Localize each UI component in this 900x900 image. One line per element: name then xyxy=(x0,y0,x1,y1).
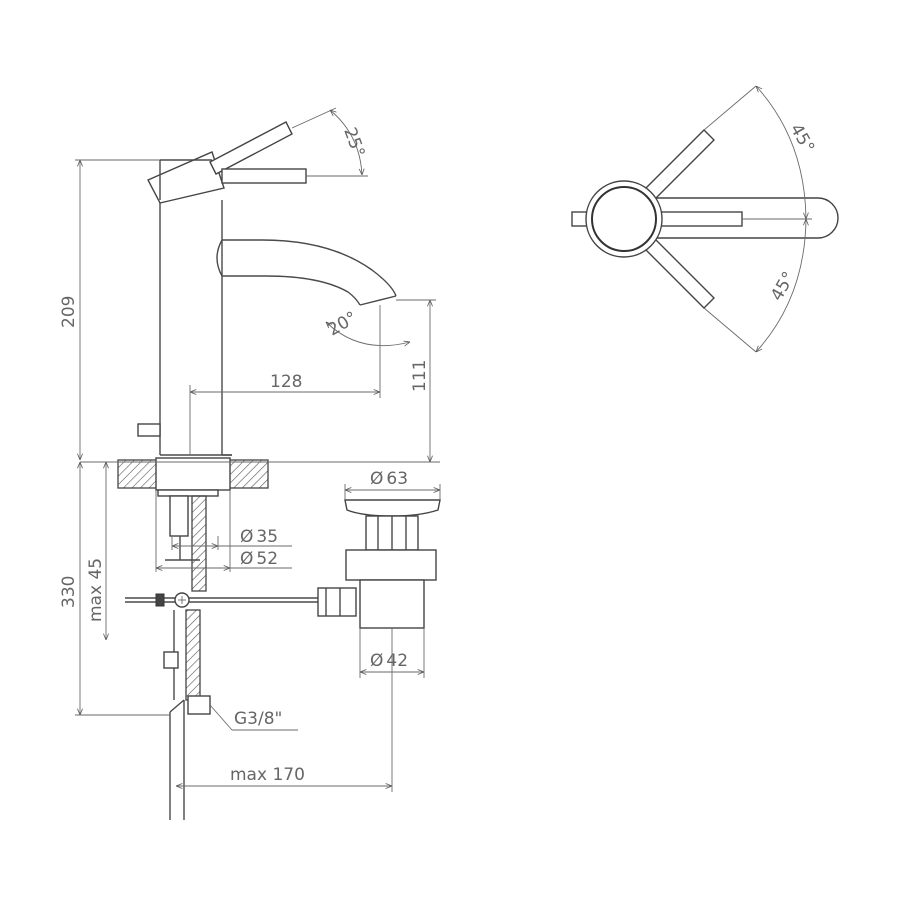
dim-20-deg: 20° xyxy=(325,308,361,340)
handle-block xyxy=(147,151,225,204)
lever-raised xyxy=(209,121,293,175)
dim-plan-45-top: 45° xyxy=(786,121,818,157)
lever-horizontal xyxy=(221,168,307,184)
dimension-lines xyxy=(75,107,441,792)
spout-top xyxy=(222,239,397,297)
waste-drain xyxy=(317,499,441,629)
dim-128: 128 xyxy=(270,372,302,392)
dim-111: 111 xyxy=(410,360,430,392)
spout-bottom xyxy=(222,275,361,306)
dim-plan-45-bottom: 45° xyxy=(767,268,799,304)
dim-330: 330 xyxy=(59,576,79,608)
dim-25-deg: 25° xyxy=(339,125,368,160)
dim-max-45: max 45 xyxy=(86,558,106,622)
faucet-side-view xyxy=(137,121,397,456)
dim-g38: G3/8" xyxy=(234,709,282,729)
dim-max-170: max 170 xyxy=(230,765,305,785)
pop-up-knob xyxy=(137,423,161,437)
faucet-plan-view xyxy=(571,86,839,352)
countertop-section xyxy=(80,457,440,491)
dim-209: 209 xyxy=(59,296,79,328)
